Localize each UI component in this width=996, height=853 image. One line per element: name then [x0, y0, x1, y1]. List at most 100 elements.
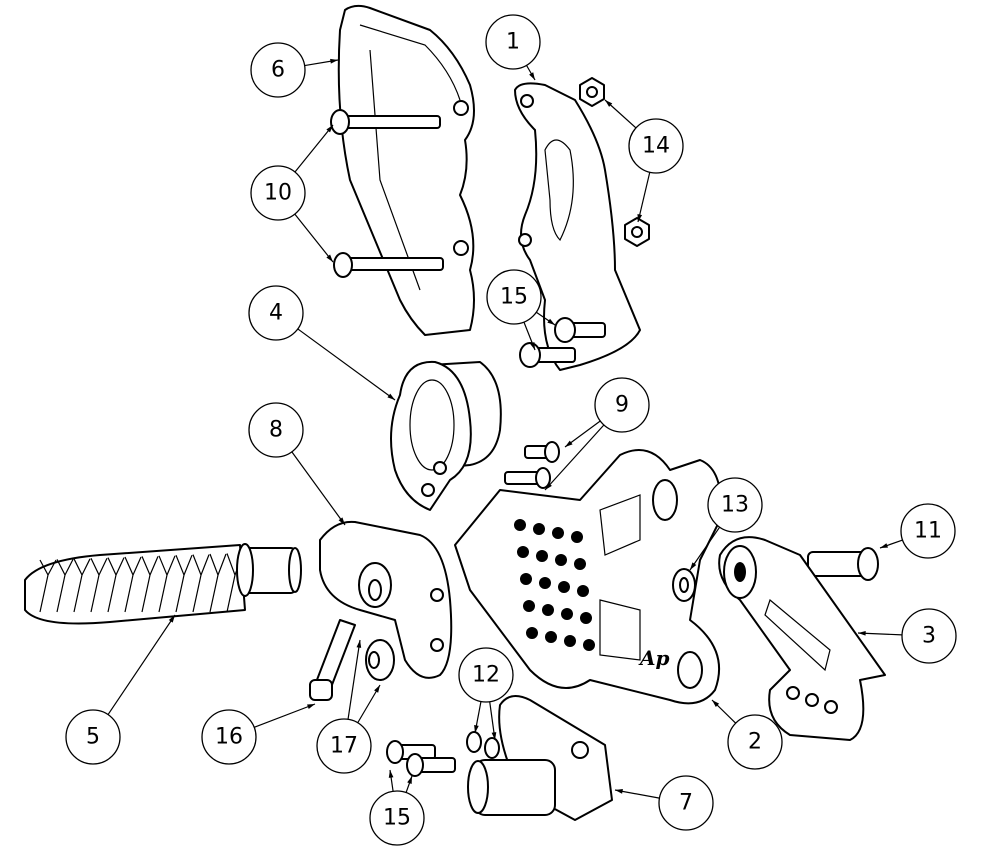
leader-arrowhead: [529, 342, 535, 350]
callout-label: 16: [215, 725, 243, 750]
peg-tooth: [192, 554, 210, 613]
leader-arrowhead: [474, 725, 479, 733]
part-heel-guard: [337, 4, 475, 336]
callout-circle: [594, 377, 650, 433]
part-bolts-10: [330, 109, 444, 278]
callout-label: 2: [748, 730, 762, 755]
callout-circle: [201, 709, 257, 765]
leader-arrowhead: [712, 700, 720, 708]
callout-circle: [458, 647, 514, 703]
callout-label: 8: [269, 418, 283, 443]
part-eccentric-4: [390, 360, 502, 511]
peg-tooth: [90, 557, 108, 613]
callout-circle: [901, 608, 957, 664]
part-washer-13: [672, 568, 696, 602]
leader-arrowhead: [326, 125, 333, 133]
leader-arrowhead: [547, 318, 555, 325]
plate-hole: [517, 546, 529, 558]
leader-line: [637, 172, 651, 223]
leader-arrowhead: [330, 58, 338, 64]
part-toe-peg-7: [467, 695, 613, 821]
part-main-plate-2: Ap: [454, 449, 722, 705]
callout-circle: [707, 477, 763, 533]
leader-arrowhead: [858, 630, 866, 636]
callout-circle: [900, 503, 956, 559]
part-bolt-16: [309, 619, 356, 701]
peg-tooth: [107, 557, 125, 613]
leader-arrowhead: [690, 562, 697, 570]
plate-hole: [571, 531, 583, 543]
peg-tooth: [39, 559, 57, 613]
callout-9: 9: [594, 377, 650, 433]
callout-label: 7: [679, 791, 693, 816]
callout-label: 14: [642, 134, 670, 159]
plate-hole: [542, 604, 554, 616]
callout-6: 6: [250, 42, 306, 98]
callout-12: 12: [458, 647, 514, 703]
callout-label: 3: [922, 624, 936, 649]
callout-10: 10: [250, 165, 306, 221]
leader-line: [297, 328, 396, 401]
part-footpeg-5: [24, 543, 302, 625]
peg-tooth: [56, 559, 74, 613]
plate-hole: [555, 554, 567, 566]
part-pins-9: [504, 441, 560, 489]
leader-arrowhead: [637, 214, 643, 222]
leader-line: [347, 639, 361, 720]
leader-arrowhead: [338, 517, 345, 525]
leader-line: [294, 124, 334, 173]
callout-14: 14: [628, 118, 684, 174]
peg-tooth: [158, 555, 176, 613]
plate-hole: [536, 550, 548, 562]
callout-15: 15: [486, 269, 542, 325]
part-screws-15-upper: [519, 317, 606, 368]
leader-arrowhead: [615, 789, 623, 794]
callout-label: 13: [721, 493, 749, 518]
leader-arrowhead: [880, 543, 888, 548]
plate-hole: [520, 573, 532, 585]
callout-circle: [727, 714, 783, 770]
callout-13: 13: [707, 477, 763, 533]
plate-hole: [552, 527, 564, 539]
leader-arrowhead: [545, 482, 552, 490]
callout-label: 15: [383, 806, 411, 831]
leader-arrowhead: [374, 685, 380, 693]
plate-hole: [533, 523, 545, 535]
plate-hole: [539, 577, 551, 589]
callout-label: 6: [271, 58, 285, 83]
callout-17: 17: [316, 718, 372, 774]
plate-hole: [523, 600, 535, 612]
plate-hole: [558, 581, 570, 593]
peg-tooth: [141, 556, 159, 613]
callout-3: 3: [901, 608, 957, 664]
callout-circle: [250, 42, 306, 98]
callout-label: 15: [500, 285, 528, 310]
callout-8: 8: [248, 402, 304, 458]
callout-circle: [250, 165, 306, 221]
plate-hole: [577, 585, 589, 597]
callout-label: 4: [269, 301, 283, 326]
callout-circle: [485, 14, 541, 70]
callout-2: 2: [727, 714, 783, 770]
leader-arrowhead: [356, 640, 362, 648]
callout-label: 11: [914, 519, 942, 544]
leader-arrowhead: [529, 72, 535, 80]
plate-hole: [574, 558, 586, 570]
leader-arrowhead: [168, 615, 175, 623]
leader-arrowhead: [388, 770, 394, 778]
leader-arrowhead: [605, 100, 613, 107]
callout-label: 17: [330, 734, 358, 759]
callout-circle: [65, 709, 121, 765]
leader-arrowhead: [407, 776, 412, 784]
callout-label: 10: [264, 181, 292, 206]
callout-circle: [316, 718, 372, 774]
callout-1: 1: [485, 14, 541, 70]
callout-circle: [248, 402, 304, 458]
leader-line: [294, 213, 334, 263]
leader-arrowhead: [491, 732, 497, 740]
callout-11: 11: [900, 503, 956, 559]
callout-circle: [628, 118, 684, 174]
leader-arrowhead: [565, 440, 573, 447]
part-bracket-1: [514, 82, 641, 371]
